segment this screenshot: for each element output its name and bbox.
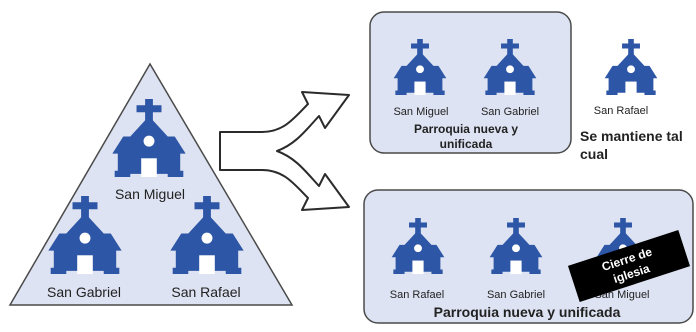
standalone-label-san-rafael: San Rafael — [594, 105, 648, 117]
split-arrow-icon — [219, 91, 350, 211]
top-group-caption-line2: unificada — [440, 137, 493, 151]
standalone-caption-line2: cual — [580, 146, 608, 162]
top-group-caption-line1: Parroquia nueva y — [414, 122, 518, 136]
church-icon — [604, 39, 658, 95]
bottom-group-label-san-rafael: San Rafael — [390, 289, 444, 301]
triangle-label-san-miguel: San Miguel — [115, 186, 185, 202]
triangle-label-san-rafael: San Rafael — [171, 284, 240, 300]
top-group-label-san-miguel: San Miguel — [393, 106, 448, 118]
bottom-group-label-san-gabriel: San Gabriel — [487, 289, 545, 301]
standalone-caption-line1: Se mantiene tal — [580, 128, 683, 144]
bottom-group-caption: Parroquia nueva y unificada — [434, 304, 621, 320]
triangle-label-san-gabriel: San Gabriel — [47, 284, 121, 300]
top-group-label-san-gabriel: San Gabriel — [481, 106, 539, 118]
